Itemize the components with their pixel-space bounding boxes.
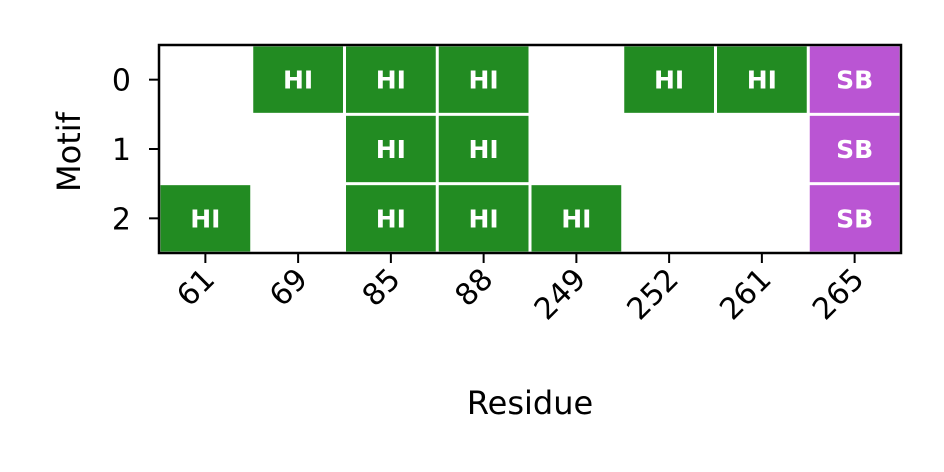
x-tick-label: 261 bbox=[713, 262, 778, 327]
heatmap-cell bbox=[438, 185, 529, 252]
x-tick-label: 88 bbox=[449, 262, 501, 314]
x-tick-label: 69 bbox=[263, 262, 315, 314]
heatmap-cell bbox=[809, 115, 900, 183]
cell-label: HI bbox=[283, 66, 313, 95]
cell-label: HI bbox=[190, 204, 220, 233]
cell-label: SB bbox=[836, 204, 873, 233]
x-tick-label: 265 bbox=[806, 262, 871, 327]
cell-label: SB bbox=[836, 66, 873, 95]
x-axis-label: Residue bbox=[467, 384, 593, 422]
cell-label: HI bbox=[376, 66, 406, 95]
y-tick-label: 0 bbox=[112, 64, 131, 99]
heatmap-cell bbox=[717, 46, 807, 113]
heatmap-cell bbox=[438, 115, 529, 183]
x-tick-label: 85 bbox=[356, 262, 408, 314]
heatmap-cell bbox=[346, 115, 436, 183]
heatmap-cell bbox=[253, 46, 343, 113]
cell-label: HI bbox=[376, 204, 406, 233]
x-tick-label: 252 bbox=[621, 262, 686, 327]
y-axis-ticks: 0 1 2 bbox=[112, 64, 159, 237]
x-axis-ticks: 61 69 85 88 249 252 261 265 bbox=[170, 253, 871, 327]
x-tick-label: 249 bbox=[528, 262, 593, 327]
cell-label: HI bbox=[469, 204, 499, 233]
cell-label: HI bbox=[469, 66, 499, 95]
cell-label: HI bbox=[469, 135, 499, 164]
heatmap-cell bbox=[809, 46, 900, 113]
heatmap-cell bbox=[531, 185, 622, 252]
x-tick-label: 61 bbox=[170, 262, 222, 314]
heatmap-cell bbox=[346, 46, 436, 113]
cell-label: SB bbox=[836, 135, 873, 164]
heatmap-cell bbox=[438, 46, 529, 113]
heatmap-cell bbox=[809, 185, 900, 252]
heatmap-cell bbox=[346, 185, 436, 252]
y-tick-label: 2 bbox=[112, 202, 131, 237]
heatmap-cell bbox=[160, 185, 251, 252]
y-tick-label: 1 bbox=[112, 133, 131, 168]
y-axis-label: Motif bbox=[50, 111, 88, 192]
cell-label: HI bbox=[654, 66, 684, 95]
cell-label: HI bbox=[747, 66, 777, 95]
heatmap-cell bbox=[624, 46, 714, 113]
cell-label: HI bbox=[376, 135, 406, 164]
cell-label: HI bbox=[561, 204, 591, 233]
heatmap-cells: HI HI HI HI HI SB HI HI SB HI HI HI HI SB bbox=[160, 46, 900, 252]
